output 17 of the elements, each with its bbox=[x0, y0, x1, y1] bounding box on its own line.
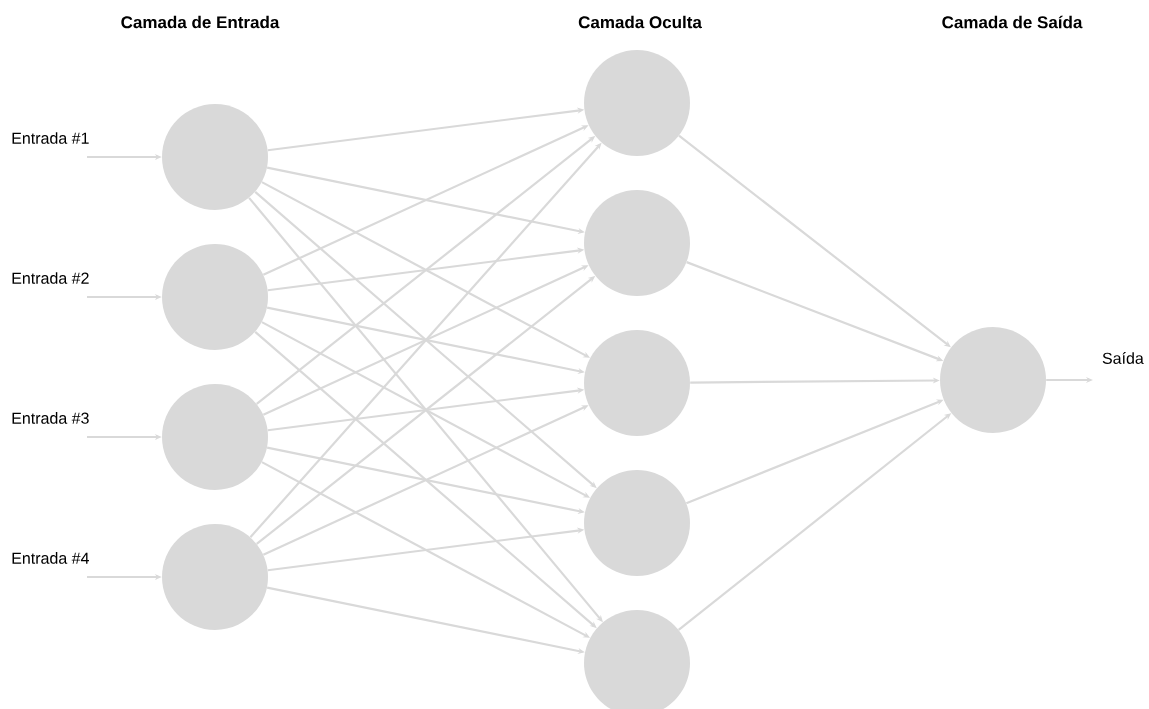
neuron-circle bbox=[584, 470, 690, 576]
layer-heading: Camada de Saída bbox=[942, 15, 1083, 29]
input-label: Entrada #3 bbox=[12, 412, 89, 424]
layer-heading: Camada Oculta bbox=[578, 15, 702, 29]
neuron-circle bbox=[584, 50, 690, 156]
input-label: Entrada #4 bbox=[12, 552, 89, 564]
output-label: Saída bbox=[1102, 352, 1144, 364]
neuron-circle bbox=[162, 524, 268, 630]
neuron-circle bbox=[162, 244, 268, 350]
input-label: Entrada #1 bbox=[12, 132, 89, 144]
input-label: Entrada #2 bbox=[12, 272, 89, 284]
neuron-circle bbox=[162, 104, 268, 210]
neuron-circle bbox=[940, 327, 1046, 433]
neuron-circle bbox=[584, 330, 690, 436]
neuron-circle bbox=[162, 384, 268, 490]
layer-heading: Camada de Entrada bbox=[121, 15, 280, 29]
neuron-circle bbox=[584, 190, 690, 296]
